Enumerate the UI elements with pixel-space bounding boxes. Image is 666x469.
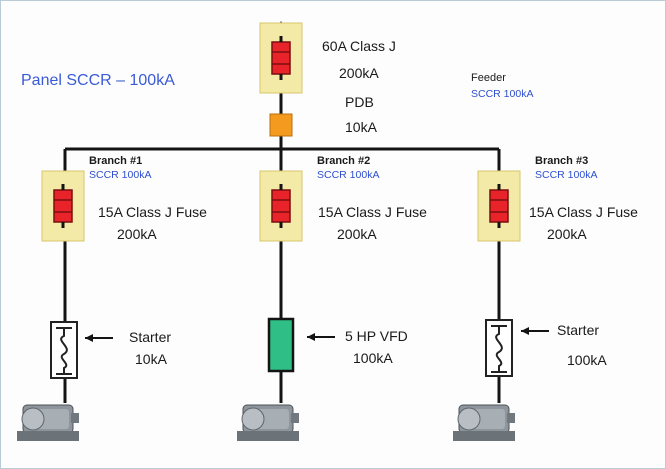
branch-1-sccr: SCCR 100kA	[89, 169, 151, 181]
pdb-title: PDB	[345, 94, 374, 110]
branch-3-fuse-rating: 15A Class J Fuse	[529, 204, 638, 220]
branch-2-fuse-interrupt: 200kA	[337, 226, 377, 242]
motor-1-icon	[16, 404, 80, 442]
starter-icon	[50, 321, 78, 379]
starter-icon	[485, 319, 513, 377]
branch-2-arrowhead-icon	[307, 333, 315, 341]
branch-1-fuse-rating: 15A Class J Fuse	[98, 204, 207, 220]
branch-3-title: Branch #3	[535, 155, 588, 167]
pdb-icon	[269, 113, 293, 137]
branch-3-fuse-interrupt: 200kA	[547, 226, 587, 242]
pdb-rating: 10kA	[345, 119, 378, 135]
branch-2-sccr: SCCR 100kA	[317, 169, 379, 181]
vfd-icon	[267, 317, 295, 373]
panel-sccr-title: Panel SCCR – 100kA	[21, 72, 175, 89]
branch-2-fuse-icon	[258, 169, 304, 243]
branch-3-sccr: SCCR 100kA	[535, 169, 597, 181]
branch-2-title: Branch #2	[317, 155, 370, 167]
branch-2-fuse-rating: 15A Class J Fuse	[318, 204, 427, 220]
branch-3-device-rating: 100kA	[567, 352, 607, 368]
branch-1-fuse-interrupt: 200kA	[117, 226, 157, 242]
branch-1-arrowhead-icon	[85, 334, 93, 342]
feeder-fuse-rating: 60A Class J	[322, 38, 396, 54]
branch-1-device-rating: 10kA	[135, 351, 168, 367]
feeder-fuse-icon	[258, 21, 304, 95]
branch-2-device-label: 5 HP VFD	[345, 328, 408, 344]
branch-2-device-rating: 100kA	[353, 350, 393, 366]
branch-1-fuse-icon	[40, 169, 86, 243]
branch-1-device-label: Starter	[129, 329, 171, 345]
feeder-sccr: SCCR 100kA	[471, 88, 533, 100]
branch-3-fuse-icon	[476, 169, 522, 243]
branch-1-title: Branch #1	[89, 155, 142, 167]
branch-3-arrowhead-icon	[521, 327, 529, 335]
feeder-fuse-interrupt: 200kA	[339, 65, 379, 81]
motor-3-icon	[452, 404, 516, 442]
motor-2-icon	[236, 404, 300, 442]
branch-3-device-label: Starter	[557, 322, 599, 338]
feeder-title: Feeder	[471, 72, 506, 84]
